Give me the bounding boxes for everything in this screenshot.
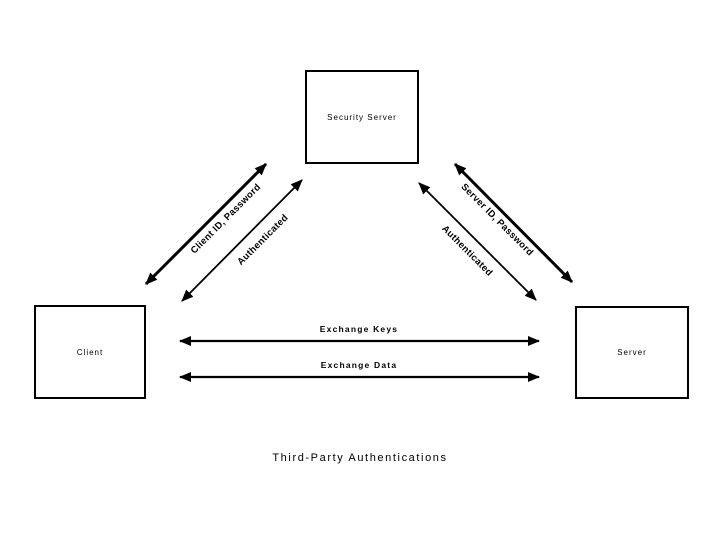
client-id-password-arrow: [144, 162, 268, 286]
client-node: Client: [34, 305, 146, 399]
exchange-data-label: Exchange Data: [320, 360, 398, 370]
exchange-keys-label: Exchange Keys: [319, 324, 399, 334]
client-authenticated-arrow: [181, 179, 303, 302]
security-server-node: Security Server: [305, 70, 419, 164]
server-node: Server: [575, 306, 689, 399]
diagram-title: Third-Party Authentications: [272, 452, 448, 464]
server-label: Server: [617, 348, 647, 357]
security-server-label: Security Server: [327, 112, 397, 122]
server-authenticated-arrow: [418, 182, 537, 301]
client-label: Client: [76, 347, 104, 357]
